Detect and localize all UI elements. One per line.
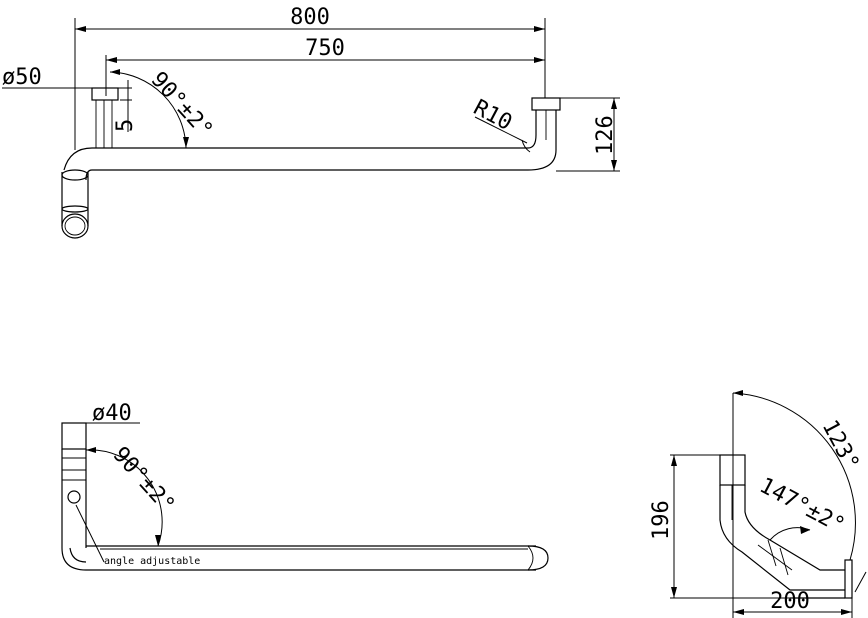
cut-leader — [854, 571, 867, 593]
tube-diameter-label: ø40 — [92, 401, 132, 426]
dim-height-196: 196 — [649, 454, 820, 599]
dim-flange-diameter: ø50 — [2, 65, 120, 90]
bracket-body — [719, 454, 853, 599]
outer-angle-label: 123° — [817, 416, 864, 475]
dim-tube-diameter: ø40 — [62, 401, 140, 426]
dim-bend-radius: R10 — [469, 95, 531, 153]
angle-arc-outer: 123° — [732, 390, 864, 561]
top-angle-label: 90°±2° — [146, 67, 218, 143]
side-angle-label: 90°±2° — [108, 442, 180, 518]
flange-thickness-label: 5 — [113, 119, 138, 132]
side-view: ø40 90°±2° angle adjus — [61, 401, 549, 571]
angle-arc-top: 90°±2° — [109, 67, 218, 149]
main-rail — [63, 147, 528, 181]
dim-flange-thickness: 5 — [113, 80, 138, 132]
angle-adjustable-note: angle adjustable — [104, 556, 200, 567]
height-126-label: 126 — [593, 115, 618, 155]
angle-arc-inner: 147°±2° — [755, 473, 849, 541]
right-elbow — [527, 97, 561, 171]
width-200-label: 200 — [770, 589, 810, 614]
dim-height-126: 126 — [556, 97, 620, 172]
top-view: 800 750 ø50 5 — [2, 5, 620, 239]
bend-radius-label: R10 — [469, 95, 516, 136]
angle-arc-side: 90°±2° — [85, 442, 180, 547]
dim-800: 800 — [74, 5, 546, 150]
dim-width-200: 200 — [732, 393, 853, 618]
end-view: 196 200 123° — [649, 390, 867, 618]
note-leader: angle adjustable — [75, 504, 200, 567]
horizontal-rail — [86, 545, 549, 571]
vertical-post — [61, 422, 87, 571]
height-196-label: 196 — [649, 500, 674, 540]
left-end-cylinder — [61, 169, 89, 239]
dim-750: 750 — [105, 36, 545, 96]
flange-diameter-label: ø50 — [2, 65, 42, 90]
left-flange — [91, 87, 119, 148]
rail-length-label: 750 — [305, 36, 345, 61]
overall-length-label: 800 — [290, 5, 330, 30]
